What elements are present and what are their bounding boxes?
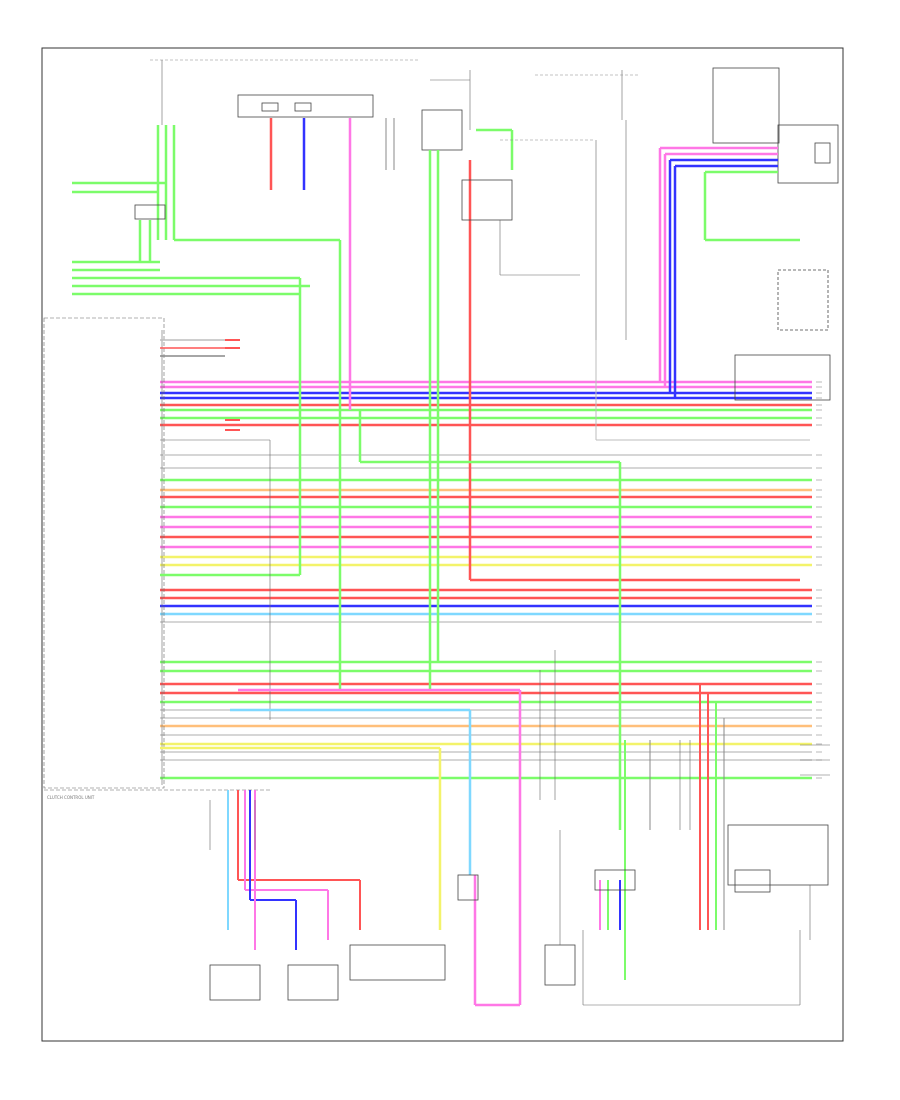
center-vertical-drops bbox=[160, 410, 622, 1007]
bottom-devices bbox=[209, 800, 479, 1001]
top-fuse-block bbox=[237, 94, 395, 410]
unit-pin-block bbox=[160, 339, 271, 720]
top-left-harness bbox=[72, 59, 420, 690]
clutch-control-unit: CLUTCH CONTROL UNIT bbox=[43, 317, 270, 800]
center-relay bbox=[421, 70, 800, 690]
control-unit-harness bbox=[160, 380, 822, 780]
lower-right-cluster bbox=[539, 650, 830, 1006]
unit-label: CLUTCH CONTROL UNIT bbox=[47, 795, 95, 800]
right-top-unit bbox=[535, 67, 839, 441]
diagram-frame bbox=[41, 47, 844, 1042]
